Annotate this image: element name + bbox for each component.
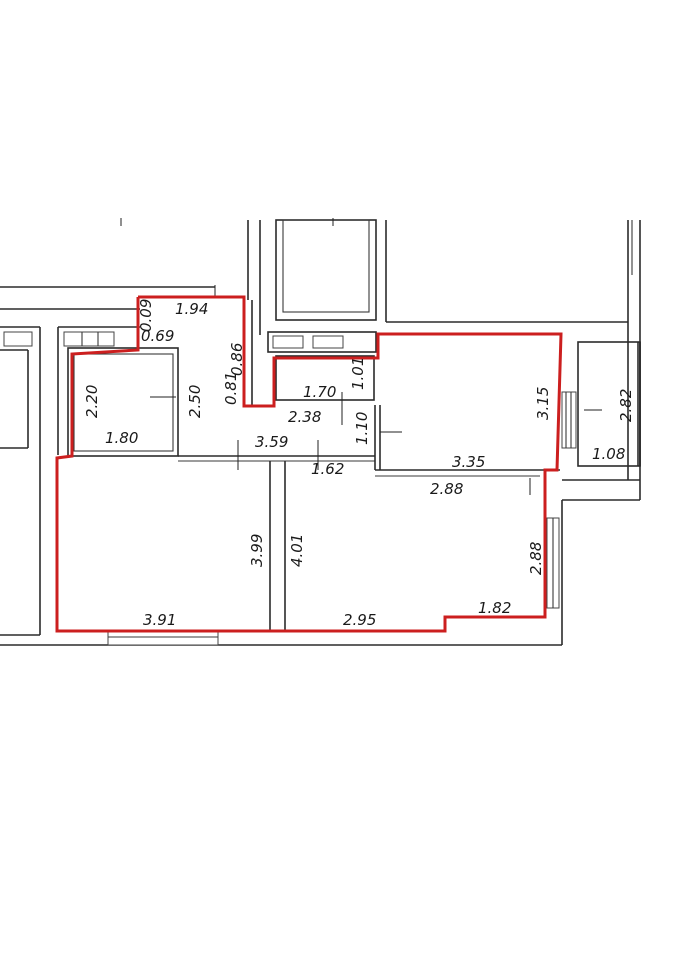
dim-2-38: 2.38	[288, 408, 321, 426]
dim-1-80: 1.80	[105, 429, 138, 447]
dim-2-20: 2.20	[83, 385, 101, 418]
dim-2-88-top: 2.88	[430, 480, 463, 498]
dim-1-82: 1.82	[478, 599, 511, 617]
dim-3-91: 3.91	[143, 611, 176, 629]
dim-0-86: 0.86	[228, 343, 246, 376]
dim-1-70: 1.70	[303, 383, 336, 401]
apartment-outline	[55, 295, 563, 633]
dim-1-10: 1.10	[353, 412, 371, 445]
dim-4-01: 4.01	[288, 534, 306, 567]
dim-3-99: 3.99	[248, 534, 266, 567]
dim-0-81: 0.81	[222, 372, 240, 405]
dim-3-35: 3.35	[452, 453, 485, 471]
dimension-labels: 1.94 0.09 0.69 0.86 0.81 2.20 2.50 1.80 …	[83, 299, 635, 629]
dim-1-94: 1.94	[175, 300, 208, 318]
dim-2-82: 2.82	[617, 389, 635, 422]
dim-1-08: 1.08	[592, 445, 625, 463]
dim-1-62: 1.62	[311, 460, 344, 478]
dim-3-59: 3.59	[255, 433, 288, 451]
dim-2-88-right: 2.88	[527, 542, 545, 575]
dim-2-95: 2.95	[343, 611, 376, 629]
dim-0-69: 0.69	[141, 327, 174, 345]
dim-2-50: 2.50	[186, 385, 204, 418]
interior-walls	[67, 285, 641, 646]
dim-1-01: 1.01	[349, 357, 367, 390]
dim-0-09: 0.09	[137, 299, 155, 332]
dim-3-15: 3.15	[534, 387, 552, 420]
